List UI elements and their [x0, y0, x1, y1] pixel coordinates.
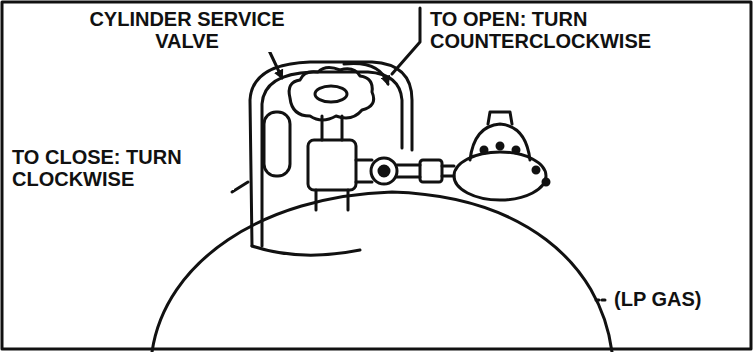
tank-dome [152, 192, 612, 352]
instruction-label: TO OPEN: TURN COUNTERCLOCKWISE [428, 8, 702, 52]
frame [2, 2, 751, 349]
turn-arrow [344, 63, 388, 84]
regulator [454, 112, 549, 200]
instruction-label: (LP GAS) [612, 288, 736, 310]
leader-line [392, 8, 420, 74]
cylinder-service-valve [289, 67, 374, 210]
instruction-label: CYLINDER SERVICE VALVE [60, 8, 314, 52]
leader-line [232, 182, 248, 192]
leader-line [596, 299, 608, 302]
instruction-label: TO CLOSE: TURN CLOCKWISE [10, 146, 234, 190]
outlet-fitting [356, 158, 454, 184]
protective-collar [250, 62, 412, 255]
